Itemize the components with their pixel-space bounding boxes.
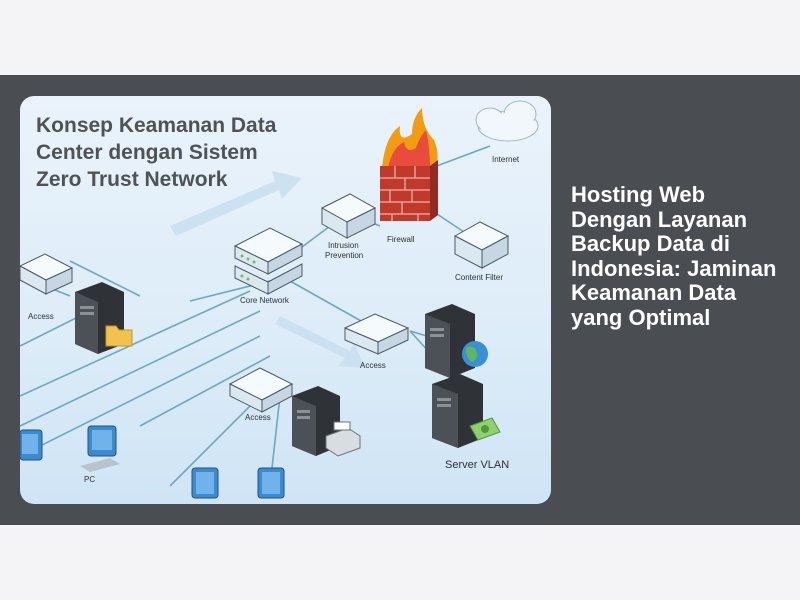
image-title-line-1: Konsep Keamanan Data — [36, 114, 277, 137]
image-title-line-3: Zero Trust Network — [36, 168, 228, 191]
label-intrusion-line2: Prevention — [325, 251, 363, 260]
pc-icon-bottom-right — [257, 467, 285, 499]
network-diagram: Konsep Keamanan Data Center dengan Siste… — [20, 100, 539, 499]
firewall-icon — [380, 108, 438, 221]
core-network-switch-icon — [233, 227, 304, 295]
label-content-filter: Content Filter — [455, 273, 503, 282]
label-internet: Internet — [492, 155, 520, 164]
flow-arrow — [275, 316, 365, 368]
file-server-icon — [75, 282, 133, 354]
label-core-network: Core Network — [240, 296, 290, 305]
label-access-lower: Access — [245, 413, 271, 422]
cloud-icon — [475, 100, 539, 142]
pc-icon — [80, 425, 120, 472]
access-switch-center-icon — [343, 313, 410, 355]
hero-image: Konsep Keamanan Data Center dengan Siste… — [20, 96, 551, 504]
label-pc: PC — [84, 475, 95, 484]
server-vlan-icon — [432, 374, 501, 448]
web-server-icon — [425, 304, 488, 378]
label-server-vlan: Server VLAN — [445, 459, 509, 471]
print-server-icon — [292, 386, 361, 457]
label-firewall: Firewall — [387, 235, 415, 244]
flow-arrows — [170, 171, 365, 368]
label-access-center: Access — [360, 361, 386, 370]
pc-icon-left-edge — [20, 429, 43, 461]
access-switch-lower-icon — [228, 367, 294, 413]
access-switch-left-icon — [20, 253, 74, 295]
image-title-line-2: Center dengan Sistem — [36, 141, 258, 164]
flow-arrow — [170, 171, 302, 236]
intrusion-prevention-icon — [320, 193, 377, 239]
content-filter-icon — [453, 221, 510, 269]
label-access-left: Access — [28, 312, 54, 321]
article-title[interactable]: Hosting Web Dengan Layanan Backup Data d… — [571, 182, 777, 330]
label-intrusion-line1: Intrusion — [328, 241, 359, 250]
pc-icon-bottom-left — [191, 467, 219, 499]
